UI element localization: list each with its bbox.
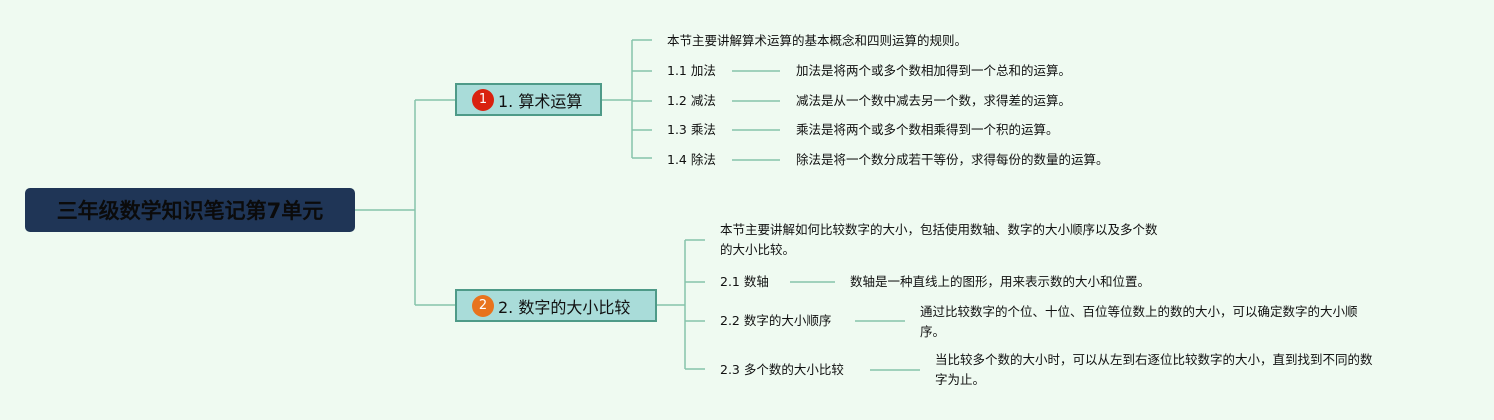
number-line-desc[interactable]: 数轴是一种直线上的图形，用来表示数的大小和位置。	[850, 274, 1151, 289]
multiplication-desc[interactable]: 乘法是将两个或多个数相乘得到一个积的运算。	[796, 122, 1059, 137]
topic-number-line[interactable]: 2.1 数轴	[720, 274, 769, 289]
intro-text[interactable]: 本节主要讲解如何比较数字的大小，包括使用数轴、数字的大小顺序以及多个数 的大小比…	[720, 220, 1158, 260]
number-order-desc[interactable]: 通过比较数字的个位、十位、百位等位数上的数的大小，可以确定数字的大小顺 序。	[920, 302, 1358, 342]
priority-2-icon: 2	[472, 294, 494, 317]
topic-multi-compare[interactable]: 2.3 多个数的大小比较	[720, 362, 844, 377]
root-topic[interactable]: 三年级数学知识笔记第7单元	[25, 188, 355, 232]
multi-compare-desc[interactable]: 当比较多个数的大小时，可以从左到右逐位比较数字的大小，直到找到不同的数 字为止。	[935, 350, 1373, 390]
desc-line: 字为止。	[935, 372, 986, 387]
root-title: 三年级数学知识笔记第7单元	[56, 199, 324, 223]
branch-label: 2. 数字的大小比较	[498, 297, 631, 317]
branch-comparison[interactable]: 2 2. 数字的大小比较	[455, 289, 657, 322]
topic-addition[interactable]: 1.1 加法	[667, 63, 716, 78]
branch-label: 1. 算术运算	[498, 91, 583, 111]
branch-arithmetic[interactable]: 1 1. 算术运算	[455, 83, 602, 116]
intro-line: 的大小比较。	[720, 242, 796, 257]
intro-text[interactable]: 本节主要讲解算术运算的基本概念和四则运算的规则。	[667, 33, 968, 48]
addition-desc[interactable]: 加法是将两个或多个数相加得到一个总和的运算。	[796, 63, 1072, 78]
desc-line: 当比较多个数的大小时，可以从左到右逐位比较数字的大小，直到找到不同的数	[935, 352, 1373, 367]
topic-multiplication[interactable]: 1.3 乘法	[667, 122, 716, 137]
topic-number-order[interactable]: 2.2 数字的大小顺序	[720, 313, 832, 328]
topic-division[interactable]: 1.4 除法	[667, 152, 716, 167]
intro-line: 本节主要讲解如何比较数字的大小，包括使用数轴、数字的大小顺序以及多个数	[720, 222, 1158, 237]
priority-1-icon: 1	[472, 88, 494, 111]
desc-line: 通过比较数字的个位、十位、百位等位数上的数的大小，可以确定数字的大小顺	[920, 304, 1358, 319]
topic-subtraction[interactable]: 1.2 减法	[667, 93, 716, 108]
division-desc[interactable]: 除法是将一个数分成若干等份，求得每份的数量的运算。	[796, 152, 1109, 167]
desc-line: 序。	[920, 324, 946, 339]
subtraction-desc[interactable]: 减法是从一个数中减去另一个数，求得差的运算。	[796, 93, 1072, 108]
